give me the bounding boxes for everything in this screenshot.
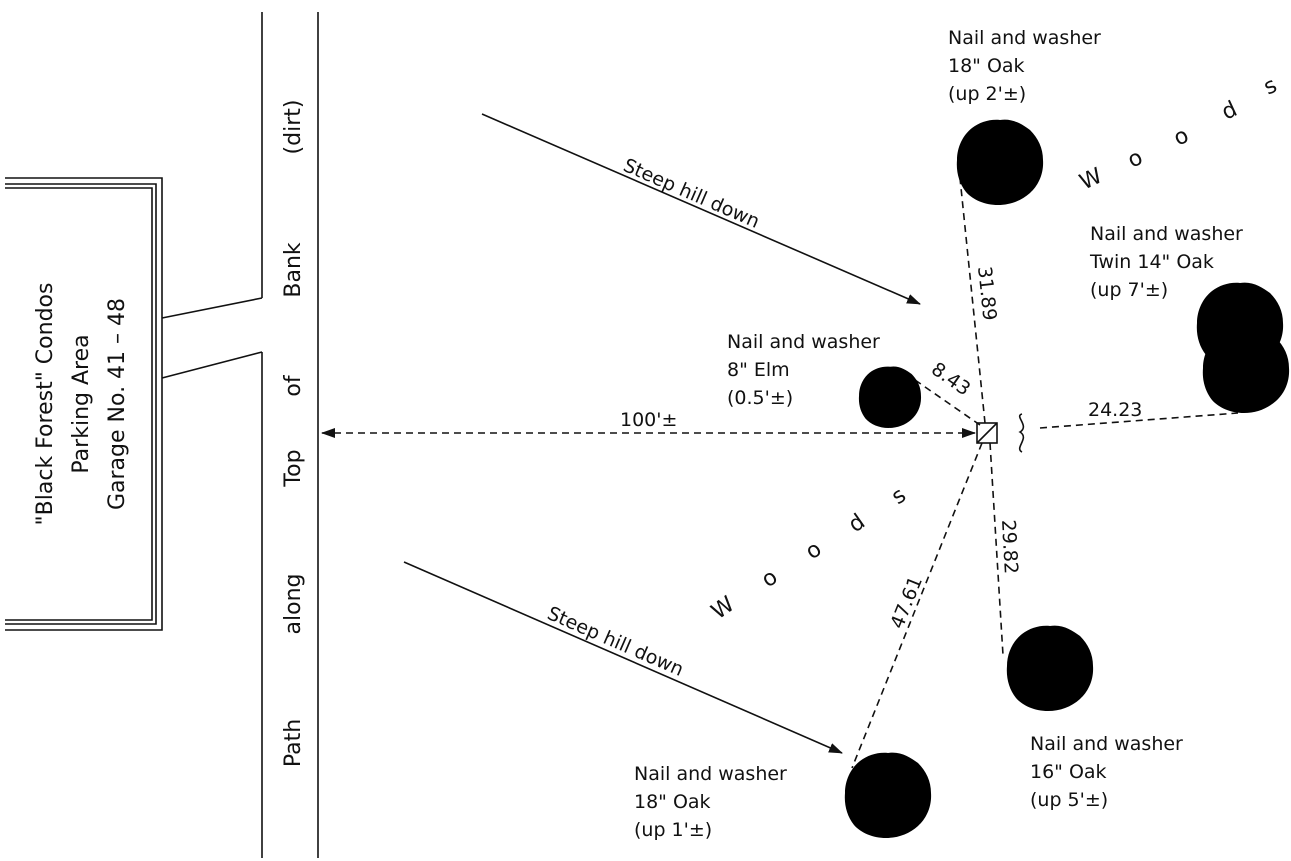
- top-oak-tree-icon: [956, 119, 1044, 205]
- svg-text:8" Elm: 8" Elm: [727, 359, 790, 381]
- dim-to-path: 100'±: [620, 409, 677, 431]
- woods-upper-letter-1: W: [1076, 163, 1107, 195]
- path-edges: [261, 12, 319, 858]
- svg-text:(up 5'±): (up 5'±): [1030, 789, 1108, 811]
- svg-text:18" Oak: 18" Oak: [634, 791, 711, 813]
- svg-text:(up 2'±): (up 2'±): [948, 83, 1026, 105]
- path-word-1: Path: [281, 719, 306, 767]
- woods-lower-letter-2: o: [757, 565, 782, 593]
- woods-upper-letter-5: s: [1260, 73, 1281, 101]
- path-word-3: Top: [281, 449, 306, 487]
- svg-text:16" Oak: 16" Oak: [1030, 761, 1107, 783]
- woods-lower-letter-1: W: [707, 592, 739, 625]
- path-word-2: along: [281, 574, 306, 635]
- oak-18-lower-tree-icon: [844, 752, 932, 838]
- control-point: [976, 422, 998, 444]
- svg-text:Nail and washer: Nail and washer: [1030, 733, 1183, 755]
- dim-to-oak-16: 29.82: [997, 519, 1022, 574]
- twin-oak-label: Nail and washer Twin 14" Oak (up 7'±): [1089, 223, 1243, 301]
- path-label: Path along Top of Bank (dirt): [281, 100, 306, 768]
- garage-label: Garage No. 41 – 48: [105, 298, 130, 510]
- elm-tree-icon: [858, 366, 922, 428]
- path-word-5: Bank: [281, 242, 306, 298]
- woods-lower: W o o d s: [707, 483, 911, 625]
- dim-to-twin-oak: 24.23: [1088, 399, 1142, 421]
- svg-text:(up 1'±): (up 1'±): [634, 819, 712, 841]
- woods-upper: W o o d s: [1076, 73, 1281, 196]
- svg-text:(up 7'±): (up 7'±): [1090, 279, 1168, 301]
- oak-16-tree-icon: [1006, 625, 1094, 711]
- svg-text:Nail and washer: Nail and washer: [948, 27, 1101, 49]
- dim-to-oak-18-lower: 47.61: [886, 573, 927, 632]
- tie-lines: [321, 177, 1239, 769]
- dim-to-top-oak: 31.89: [973, 265, 1001, 321]
- top-oak-label: Nail and washer 18" Oak (up 2'±): [948, 27, 1101, 105]
- woods-upper-letter-2: o: [1124, 145, 1147, 173]
- path-word-4: of: [281, 374, 306, 396]
- svg-text:Nail and washer: Nail and washer: [634, 763, 787, 785]
- woods-lower-letter-3: o: [801, 537, 826, 565]
- elm-label: Nail and washer 8" Elm (0.5'±): [727, 331, 880, 409]
- brace-symbol: [1018, 413, 1025, 453]
- svg-text:18" Oak: 18" Oak: [948, 55, 1025, 77]
- oak-18-lower-label: Nail and washer 18" Oak (up 1'±): [634, 763, 787, 841]
- slope-label-upper: Steep hill down: [620, 154, 763, 232]
- building-name: "Black Forest" Condos: [33, 283, 58, 526]
- slope-label-lower: Steep hill down: [544, 602, 687, 680]
- woods-upper-letter-3: o: [1170, 123, 1193, 151]
- svg-text:Nail and washer: Nail and washer: [727, 331, 880, 353]
- woods-upper-letter-4: d: [1218, 97, 1241, 126]
- woods-lower-letter-5: s: [887, 483, 911, 510]
- driveway: [161, 297, 263, 379]
- parking-area-label: Parking Area: [69, 334, 94, 473]
- path-word-6: (dirt): [281, 100, 306, 155]
- svg-text:Nail and washer: Nail and washer: [1090, 223, 1243, 245]
- woods-lower-letter-4: d: [844, 509, 870, 537]
- oak-16-label: Nail and washer 16" Oak (up 5'±): [1030, 733, 1183, 811]
- slope-arrow-upper: Steep hill down: [481, 113, 921, 305]
- dimension-labels: 100'± 31.89 8.43 24.23 29.82 47.61: [620, 265, 1142, 632]
- building-label: "Black Forest" Condos: [33, 283, 58, 526]
- svg-text:(0.5'±): (0.5'±): [727, 387, 793, 409]
- svg-text:Twin 14" Oak: Twin 14" Oak: [1089, 251, 1214, 273]
- dim-to-elm: 8.43: [927, 358, 974, 400]
- twin-oak-tree-icon-2: [1202, 327, 1290, 413]
- slope-arrow-lower: Steep hill down: [403, 561, 843, 754]
- building-outline: [5, 177, 163, 631]
